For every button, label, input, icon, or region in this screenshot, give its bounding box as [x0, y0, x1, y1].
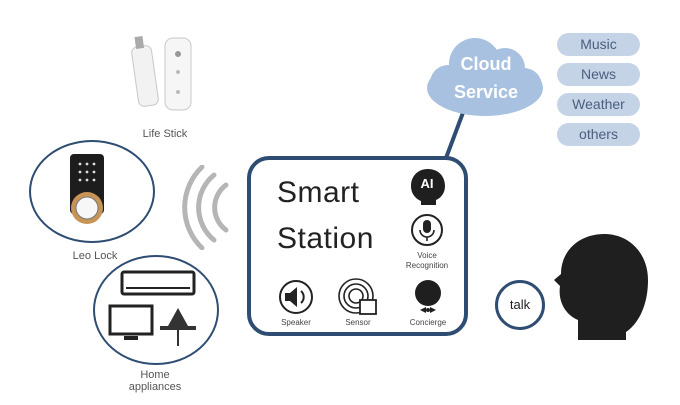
station-title-line1: Smart: [277, 176, 360, 209]
voice-label-line2: Recognition: [405, 261, 449, 270]
life-stick-label: Life Stick: [142, 128, 188, 140]
life-stick-image: [131, 35, 192, 111]
leo-lock-image: [70, 154, 104, 224]
microphone-icon: [411, 214, 443, 246]
home-appliances-image: [108, 270, 196, 346]
service-news: News: [557, 63, 640, 86]
service-others: others: [557, 123, 640, 146]
cloud-shape: [427, 38, 543, 116]
ai-head-icon: [411, 169, 445, 205]
leo-lock-label: Leo Lock: [72, 250, 118, 262]
speaker-icon: [279, 280, 313, 314]
station-title-line2: Station: [277, 222, 374, 255]
cloud-title-line2: Service: [453, 82, 519, 102]
cloud-title-line1: Cloud: [460, 54, 512, 74]
speaker-label: Speaker: [281, 318, 311, 327]
wireless-waves-icon: [182, 165, 229, 250]
talk-bubble: [495, 280, 545, 330]
home-appliances-label-line1: Home: [140, 369, 170, 381]
talk-label: talk: [509, 297, 531, 312]
service-music: Music: [557, 33, 640, 56]
home-appliances-label-line2: appliances: [128, 381, 182, 393]
concierge-icon: [415, 280, 441, 313]
user-head-icon: [554, 234, 648, 340]
station-cloud-link: [444, 108, 466, 160]
sensor-label: Sensor: [345, 318, 371, 327]
concierge-label: Concierge: [409, 318, 447, 327]
sensor-icon: [338, 278, 377, 315]
ai-label: AI: [420, 176, 434, 191]
voice-label-line1: Voice: [417, 251, 437, 260]
service-weather: Weather: [557, 93, 640, 116]
